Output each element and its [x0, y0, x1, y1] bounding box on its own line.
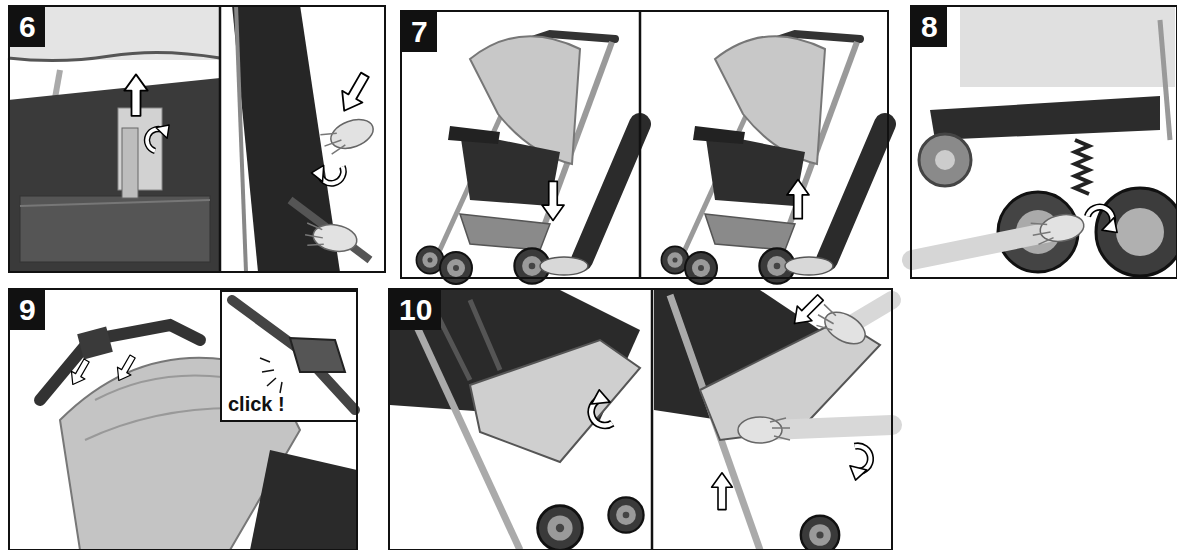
arrow — [334, 69, 375, 117]
footrest — [470, 340, 640, 462]
arrow — [143, 121, 177, 152]
arrow — [542, 181, 564, 220]
step-panel: 7 — [400, 10, 889, 279]
hinge — [290, 338, 345, 372]
step-number: 10 — [390, 290, 441, 330]
arrow — [588, 389, 617, 427]
step-panel: 6 — [8, 5, 386, 273]
arrow — [712, 473, 733, 510]
spring — [1075, 140, 1089, 194]
panel-10-art — [390, 288, 892, 550]
panel-6-art — [8, 5, 377, 272]
arrow — [840, 443, 876, 482]
hand — [303, 220, 359, 255]
step-number: 7 — [402, 12, 437, 52]
basket — [8, 78, 220, 272]
panel-9-art — [40, 290, 357, 550]
panel-8-art — [912, 7, 1177, 276]
step-panel: 9 click ! — [8, 288, 358, 550]
canopy — [8, 5, 220, 60]
stroller — [416, 34, 640, 284]
hand — [813, 302, 871, 351]
stroller — [661, 34, 885, 284]
step-panel: 8 — [910, 5, 1177, 279]
callout-text: click ! — [228, 392, 285, 416]
step-number: 6 — [10, 7, 45, 47]
arrow — [310, 157, 346, 187]
hand — [319, 114, 377, 156]
detail-inset: click ! — [220, 290, 358, 422]
panel-7-art — [416, 10, 885, 284]
arrow — [112, 353, 139, 385]
strap — [122, 128, 138, 198]
arrow — [66, 357, 93, 389]
arrow — [124, 74, 147, 115]
arrow — [787, 180, 809, 219]
click-rays — [260, 358, 282, 393]
arrow — [1086, 202, 1122, 241]
seat — [960, 7, 1175, 87]
arrow — [787, 290, 828, 331]
step-panel: 10 — [388, 288, 893, 550]
step-number: 9 — [10, 290, 45, 330]
hand — [738, 417, 790, 443]
footrest — [930, 96, 1160, 140]
hand — [1030, 211, 1086, 246]
step-number: 8 — [912, 7, 947, 47]
